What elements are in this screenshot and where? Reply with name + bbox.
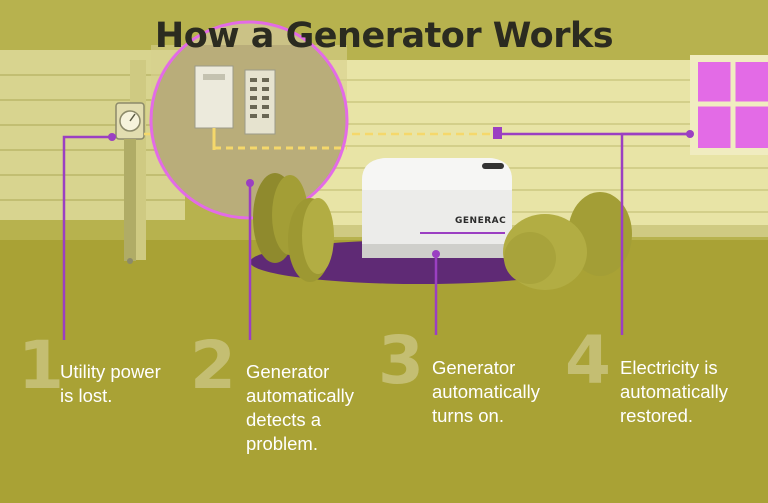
step-1-text: Utility power is lost.	[60, 361, 161, 406]
utility-meter-icon	[115, 102, 145, 264]
step-1-number: 1	[18, 327, 64, 404]
step-3-number: 3	[378, 322, 424, 399]
house-window	[690, 55, 768, 155]
page-title: How a Generator Works	[154, 16, 614, 56]
main-house	[280, 60, 768, 237]
step-3-text: Generator automatically turns on.	[432, 357, 540, 426]
callout-lines	[62, 132, 690, 340]
bushes-left	[253, 173, 334, 282]
generator-brand-label: GENERAC	[455, 216, 507, 226]
step-2-number: 2	[190, 327, 236, 404]
step-2-text: Generator automatically detects a proble…	[246, 361, 354, 454]
callout-dots	[108, 130, 694, 187]
step-4-text: Electricity is automatically restored.	[620, 357, 728, 426]
step-4-number: 4	[565, 322, 611, 399]
transfer-switch-magnifier	[149, 20, 349, 220]
bushes-right	[503, 192, 632, 290]
generator-icon	[362, 158, 512, 335]
